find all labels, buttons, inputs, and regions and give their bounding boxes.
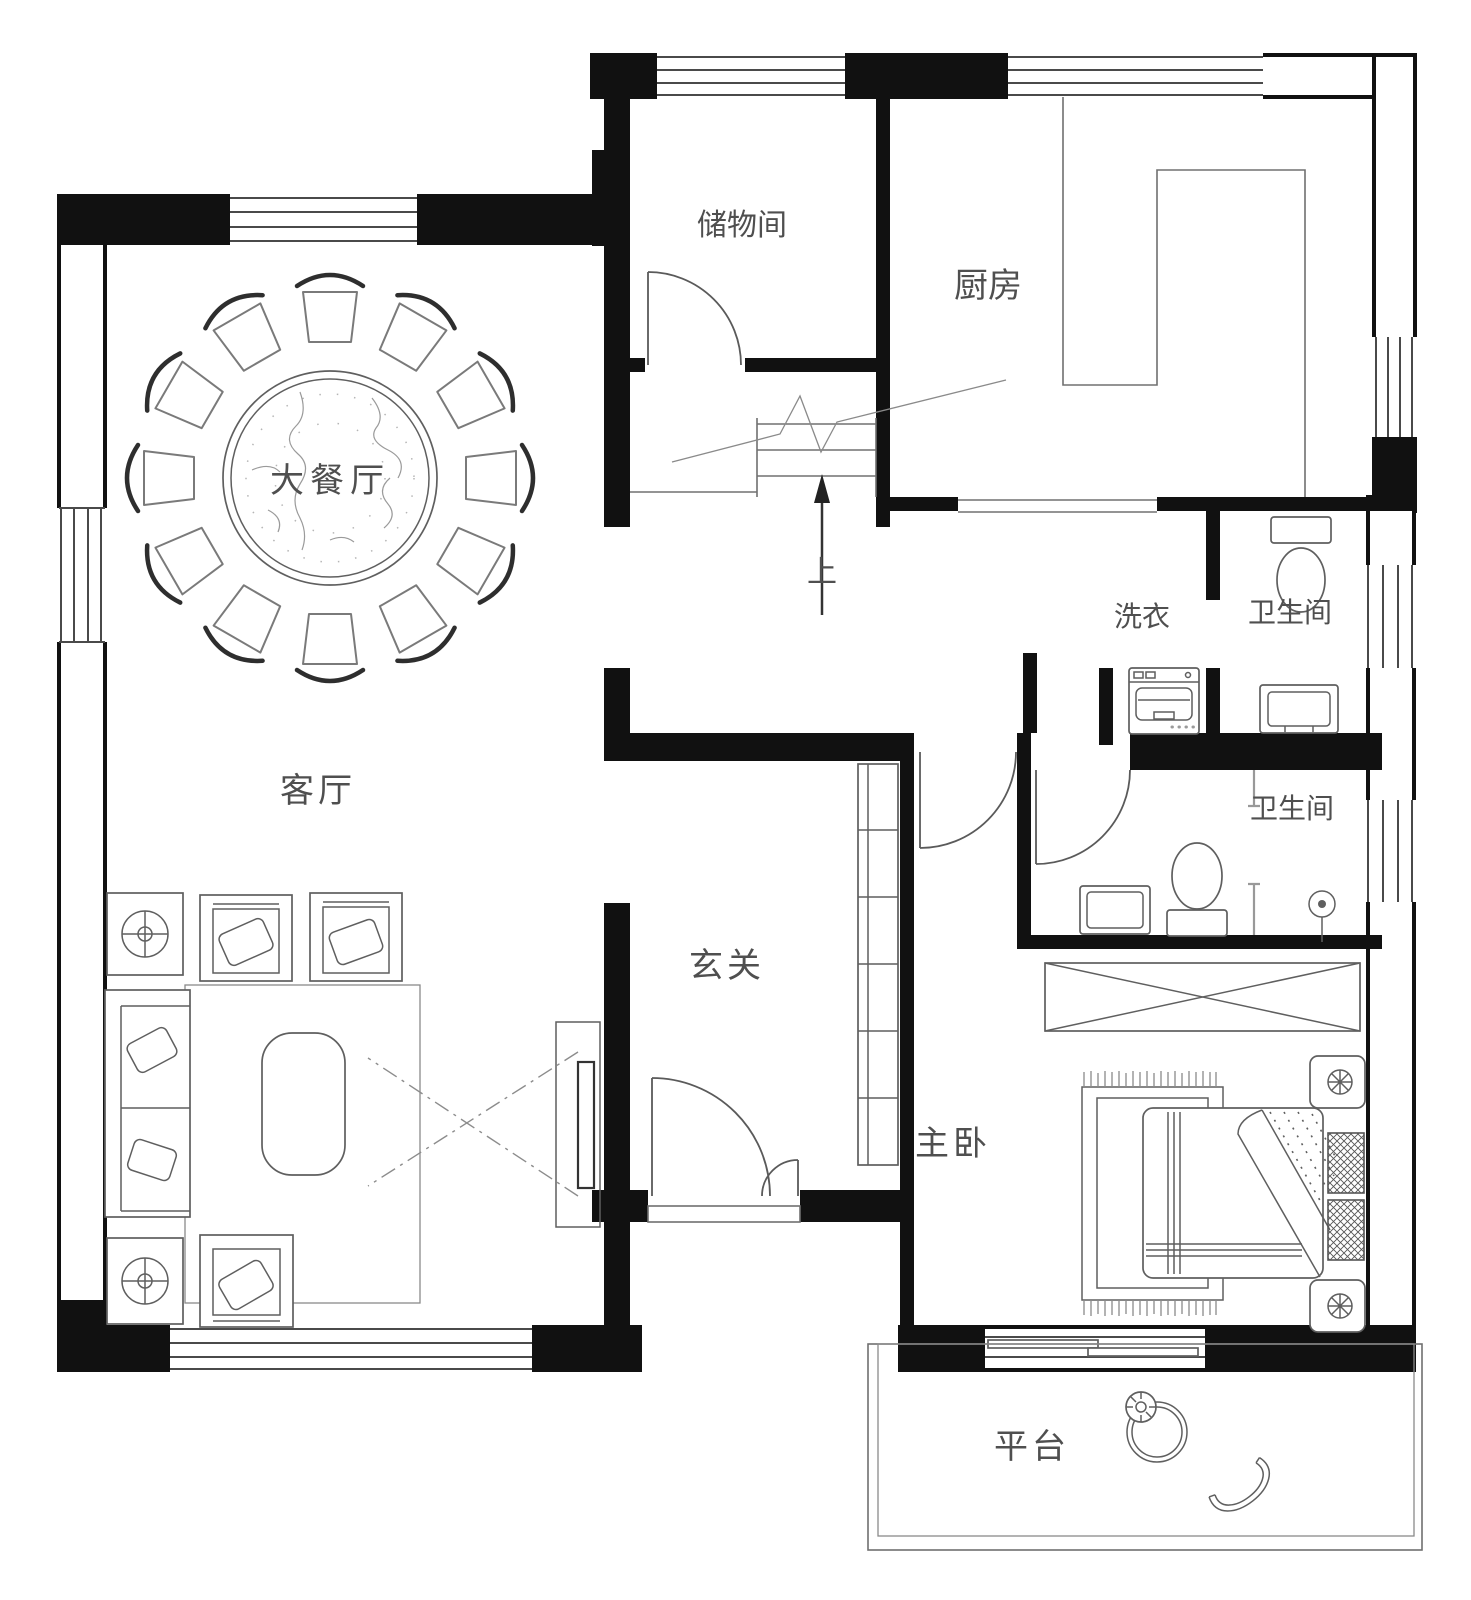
entry-door — [647, 1077, 801, 1223]
stair-break-line — [671, 379, 1007, 463]
sink-icon — [1259, 684, 1339, 734]
armchair — [309, 892, 403, 982]
washing-machine — [1128, 667, 1200, 735]
shower-head-icon — [1308, 890, 1336, 942]
pillow — [1327, 1132, 1365, 1194]
bath-upper-label: 卫生间 — [1248, 596, 1332, 629]
window-bath-upper — [1366, 565, 1416, 668]
doors — [647, 271, 1157, 1223]
window-kitchen-top — [1008, 53, 1263, 99]
room-storage: 储物间 — [697, 208, 787, 243]
tv-cabinet — [367, 1021, 601, 1228]
toilet-icon — [1270, 516, 1332, 613]
sofa — [104, 989, 191, 1218]
room-dining: 大餐厅 — [124, 272, 536, 684]
window-storage-top — [657, 53, 845, 99]
room-terrace: 平台 — [867, 1343, 1423, 1551]
room-laundry: 洗衣 — [1114, 600, 1200, 735]
armchair — [199, 894, 293, 982]
kitchen-label: 厨房 — [954, 266, 1022, 306]
toilet-icon — [1166, 842, 1228, 937]
coffee-table — [261, 1032, 346, 1176]
kitchen-counter — [1062, 97, 1306, 497]
terrace-outline — [867, 1343, 1423, 1551]
dining-label: 大餐厅 — [270, 461, 390, 501]
stairs: 上 — [630, 379, 1007, 615]
room-kitchen: 厨房 — [954, 97, 1306, 497]
entry-threshold — [647, 1205, 801, 1223]
living-label: 客厅 — [280, 771, 356, 811]
window-kitchen-right — [1372, 337, 1417, 437]
room-master-bedroom: 主卧 — [915, 1055, 1366, 1333]
room-bath-upper: 卫生间 — [1248, 516, 1339, 734]
dining-round-table — [222, 370, 438, 586]
window-dining-top — [230, 194, 417, 245]
window-bath-lower — [1366, 800, 1416, 902]
stairs-up-label: 上 — [807, 555, 837, 590]
nightstand — [1309, 1279, 1366, 1333]
nightstand — [1309, 1055, 1366, 1109]
storage-label: 储物间 — [697, 208, 787, 243]
room-living: 客厅 — [104, 771, 601, 1328]
up-arrow-head — [814, 474, 830, 503]
master-bedroom-label: 主卧 — [915, 1124, 991, 1164]
bed — [1142, 1107, 1365, 1279]
corner-table-lamp — [106, 892, 184, 976]
bath-lower-door — [1035, 769, 1131, 865]
windows — [57, 53, 1417, 1372]
bath-lower-label: 卫生间 — [1250, 792, 1334, 825]
storage-door — [647, 271, 742, 366]
laundry-label: 洗衣 — [1114, 600, 1170, 633]
plant-icon — [1125, 1391, 1157, 1423]
wardrobe — [1044, 962, 1361, 1032]
sink-icon — [1079, 885, 1151, 935]
shower-glass-partition — [1248, 770, 1260, 935]
kitchen-pass-opening — [958, 499, 1157, 513]
armchair — [199, 1234, 294, 1328]
window-dining-left — [57, 507, 107, 643]
pillow — [1327, 1199, 1365, 1261]
tv-icon — [576, 1060, 596, 1190]
bedroom-door — [919, 751, 1017, 849]
shoe-cabinet — [857, 763, 899, 1166]
sliding-door-leaf — [1087, 1347, 1199, 1357]
wall-segment — [57, 194, 107, 1372]
terrace-inner-outline — [877, 1343, 1415, 1537]
terrace-table — [1126, 1401, 1188, 1463]
dining-chairs — [124, 272, 536, 684]
room-foyer: 玄关 — [689, 763, 899, 1166]
window-living-bottom — [170, 1325, 532, 1372]
terrace-chair — [1208, 1456, 1270, 1512]
foyer-label: 玄关 — [689, 946, 765, 986]
interior-walls — [59, 55, 1415, 1370]
room-bath-lower: 卫生间 — [1079, 770, 1336, 942]
terrace-label: 平台 — [994, 1427, 1070, 1467]
corner-table-lamp — [106, 1237, 184, 1325]
